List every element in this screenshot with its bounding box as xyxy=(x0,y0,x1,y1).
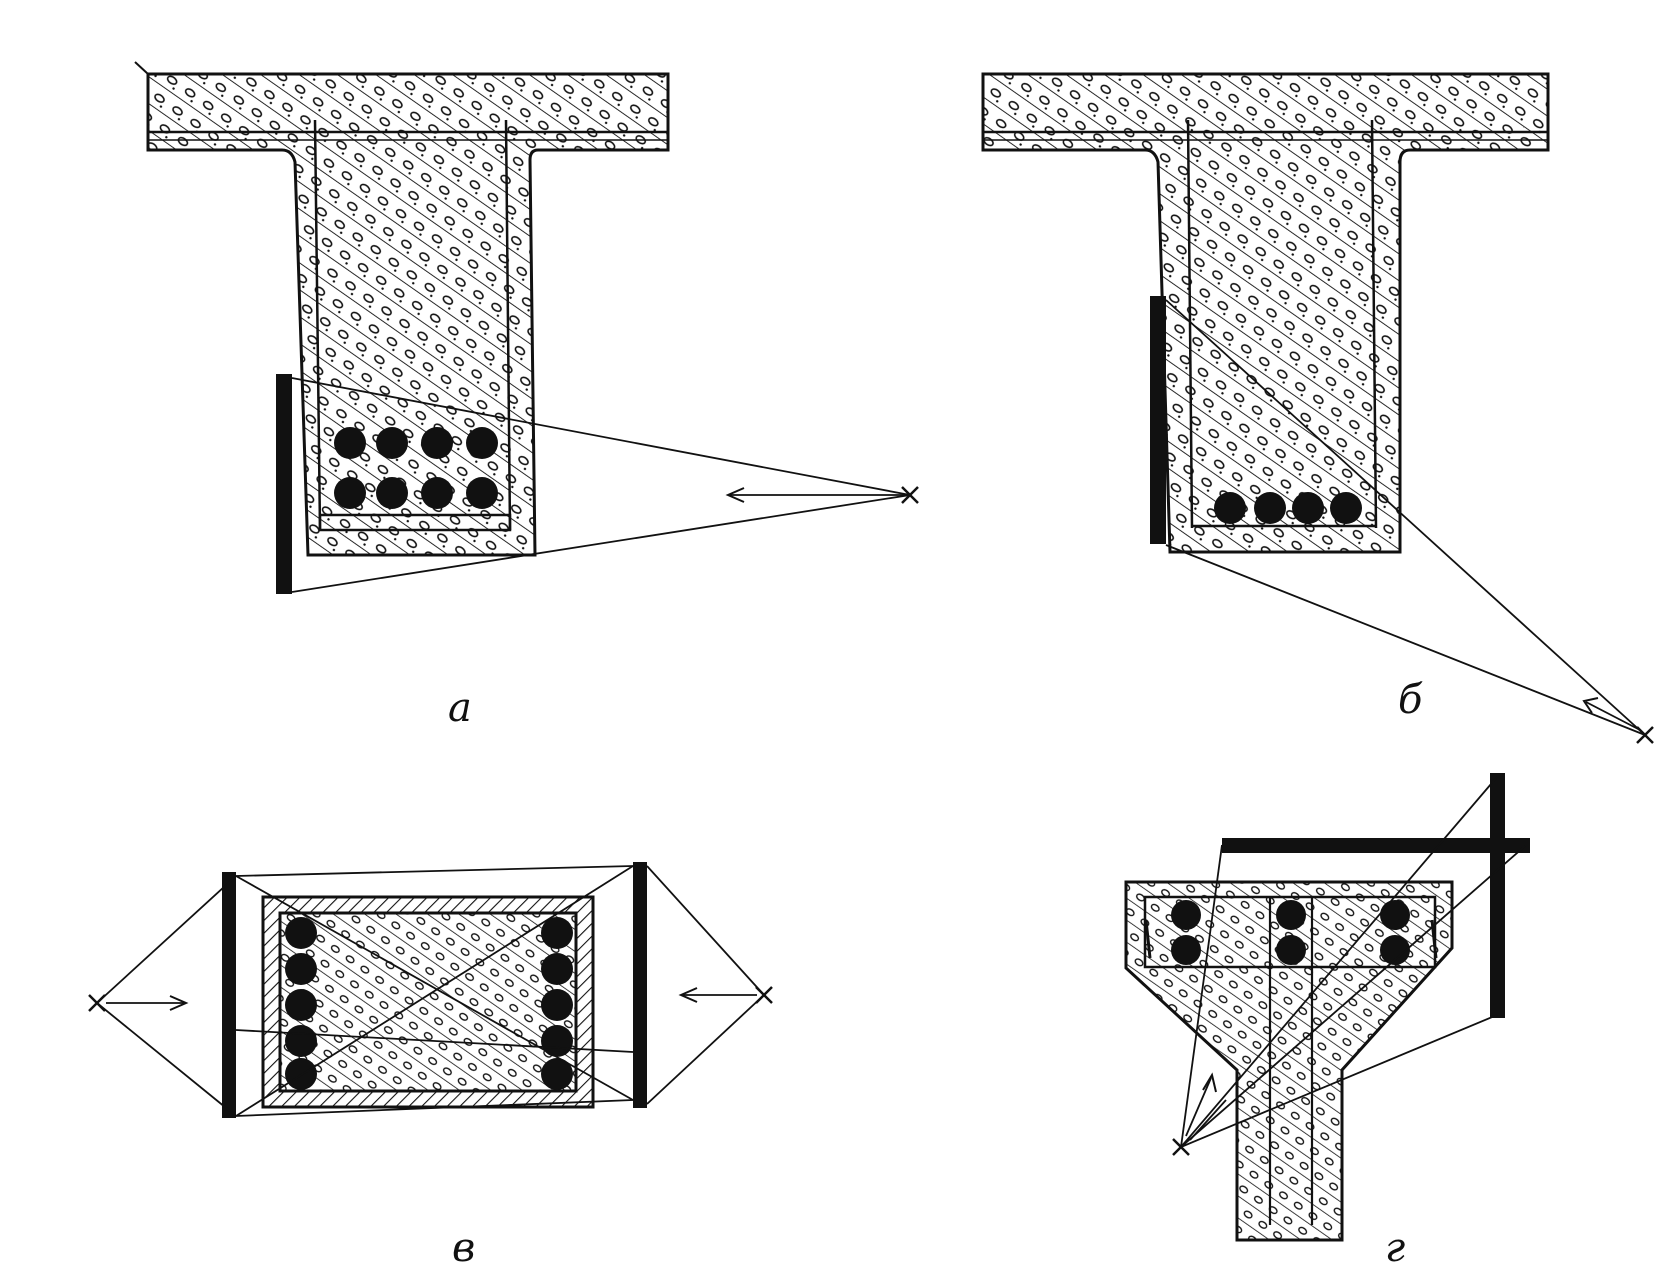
panel-v-rays xyxy=(96,865,765,1117)
panel-a-beam-outline xyxy=(146,72,670,557)
panel-v-film-right xyxy=(633,862,647,1108)
panel-v-source-right-icon xyxy=(755,986,773,1004)
panel-a-stirrup xyxy=(313,119,322,531)
panel-v-film-left xyxy=(222,872,236,1118)
panel-b-film xyxy=(1150,296,1166,544)
caption-panel-a: а xyxy=(448,685,472,731)
panel-g-source-icon xyxy=(1172,1138,1190,1156)
panel-v xyxy=(88,862,773,1118)
panel-v-core xyxy=(278,911,578,1093)
panel-g xyxy=(1124,773,1530,1242)
panel-g-rays xyxy=(1180,776,1526,1148)
panel-a-rays xyxy=(291,377,911,593)
panel-a-film xyxy=(276,374,292,594)
panel-v-source-left-icon xyxy=(88,994,106,1012)
caption-panel-b: б xyxy=(1398,677,1423,723)
panel-b-beam-outline xyxy=(981,72,1550,554)
panel-a-rebars xyxy=(334,427,498,509)
panel-g-section-outline xyxy=(1124,880,1454,1242)
panel-g-film-right xyxy=(1490,773,1505,1018)
panel-b xyxy=(981,72,1654,744)
panel-a-source-icon xyxy=(901,486,919,504)
panel-v-rebars xyxy=(285,917,573,1090)
panel-a xyxy=(134,61,919,594)
panel-b-source-icon xyxy=(1636,726,1654,744)
caption-panel-v: в xyxy=(452,1225,476,1271)
panel-b-rebars xyxy=(1214,492,1362,524)
panel-g-film-top xyxy=(1222,838,1530,853)
caption-panel-g: г xyxy=(1385,1225,1406,1271)
panel-b-rays xyxy=(1165,299,1646,736)
panel-g-rebars xyxy=(1171,900,1410,965)
